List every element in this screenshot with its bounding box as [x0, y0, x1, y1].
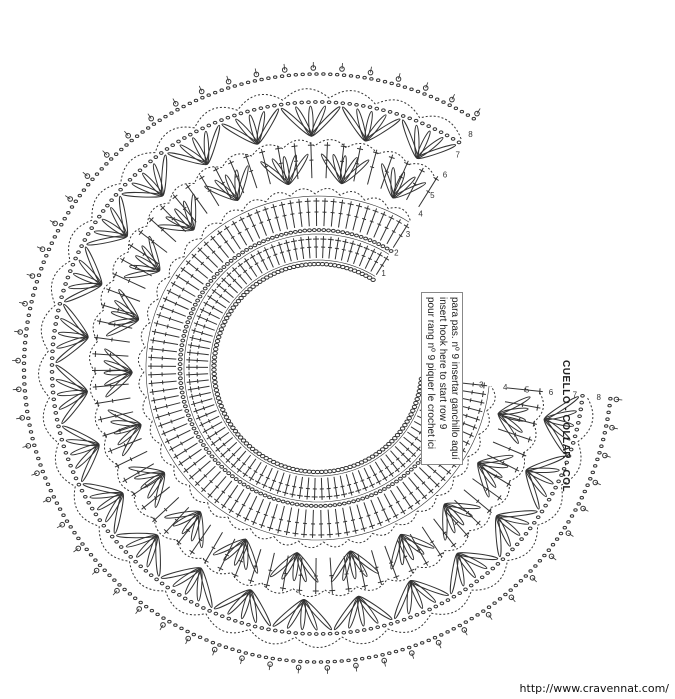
row-number-5: 5 [525, 385, 530, 394]
row-number-3: 3 [479, 381, 484, 390]
row-number-6: 6 [549, 388, 554, 397]
note-line-es: para pas. nº 9 insertar ganchillo aquí [449, 297, 460, 460]
hook-insertion-note: para pas. nº 9 insertar ganchillo aquí i… [421, 292, 463, 465]
note-line-fr: pour rang nº 9 piquer le crochet ici [425, 297, 436, 450]
row-number-7: 7 [456, 150, 461, 159]
row-number-6: 6 [443, 171, 448, 180]
collar-stitch-pattern [12, 62, 623, 674]
note-line-en: insert hook here to start row 9 [437, 297, 448, 430]
row-number-1: 1 [381, 269, 386, 278]
row-number-5: 5 [430, 191, 435, 200]
row-number-4: 4 [503, 383, 508, 392]
watermark-url: http://www.cravennat.com/ [519, 682, 669, 695]
pattern-title: CUELLO - COLLAR - COL [560, 360, 571, 493]
row-number-7: 7 [573, 390, 578, 399]
row-number-3: 3 [406, 230, 411, 239]
row-number-8: 8 [597, 393, 602, 402]
row-number-2: 2 [394, 249, 399, 258]
row-number-8: 8 [468, 130, 473, 139]
row-number-4: 4 [418, 210, 423, 219]
